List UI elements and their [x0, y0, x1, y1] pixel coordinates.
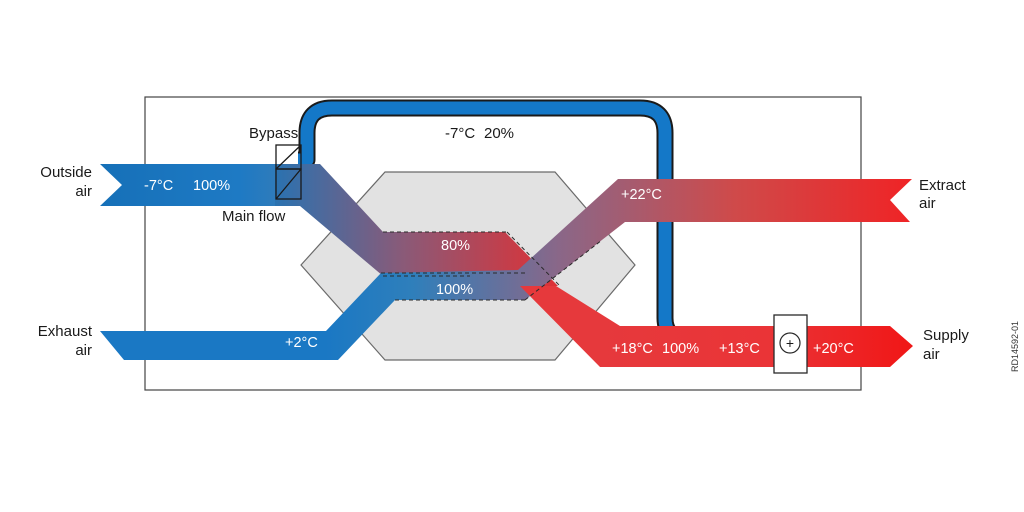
supply-air-path: [520, 286, 913, 367]
bypass-temp: -7°C: [445, 125, 475, 142]
outside-percent: 100%: [193, 178, 230, 194]
main-flow-path: [275, 164, 558, 286]
supply-air-label-1: Supply: [923, 327, 969, 344]
outside-air-label-1: Outside: [40, 164, 92, 181]
outside-temp: -7°C: [144, 178, 173, 194]
exhaust-air-label-2: air: [75, 342, 92, 359]
figure-code: RD14592-01: [1010, 321, 1020, 372]
outside-air-inlet: [100, 164, 278, 206]
outside-air-label-2: air: [75, 183, 92, 200]
extract-air-label-1: Extract: [919, 177, 967, 194]
bypass-percent: 20%: [484, 125, 514, 142]
main-flow-label: Main flow: [222, 208, 286, 225]
exhaust-temp: +2°C: [285, 335, 318, 351]
after-exchanger-percent: 100%: [662, 341, 699, 357]
extract-exhaust-path: [100, 179, 912, 360]
main-flow-damper: [275, 168, 302, 200]
extract-air-label-2: air: [919, 195, 936, 212]
unit-housing: [144, 96, 862, 391]
channel-line: [524, 239, 603, 301]
bypass-label: Bypass: [249, 125, 298, 142]
after-exchanger-temp: +18°C: [612, 341, 653, 357]
cold-through-percent: 80%: [441, 238, 470, 254]
heater: +: [773, 314, 808, 374]
extract-temp: +22°C: [621, 187, 662, 203]
mixed-temp: +13°C: [719, 341, 760, 357]
heater-symbol: +: [786, 335, 794, 351]
warm-through-percent: 100%: [436, 282, 473, 298]
exhaust-air-label-1: Exhaust: [38, 323, 93, 340]
supply-temp: +20°C: [813, 341, 854, 357]
supply-air-label-2: air: [923, 346, 940, 363]
channel-line: [506, 231, 561, 287]
